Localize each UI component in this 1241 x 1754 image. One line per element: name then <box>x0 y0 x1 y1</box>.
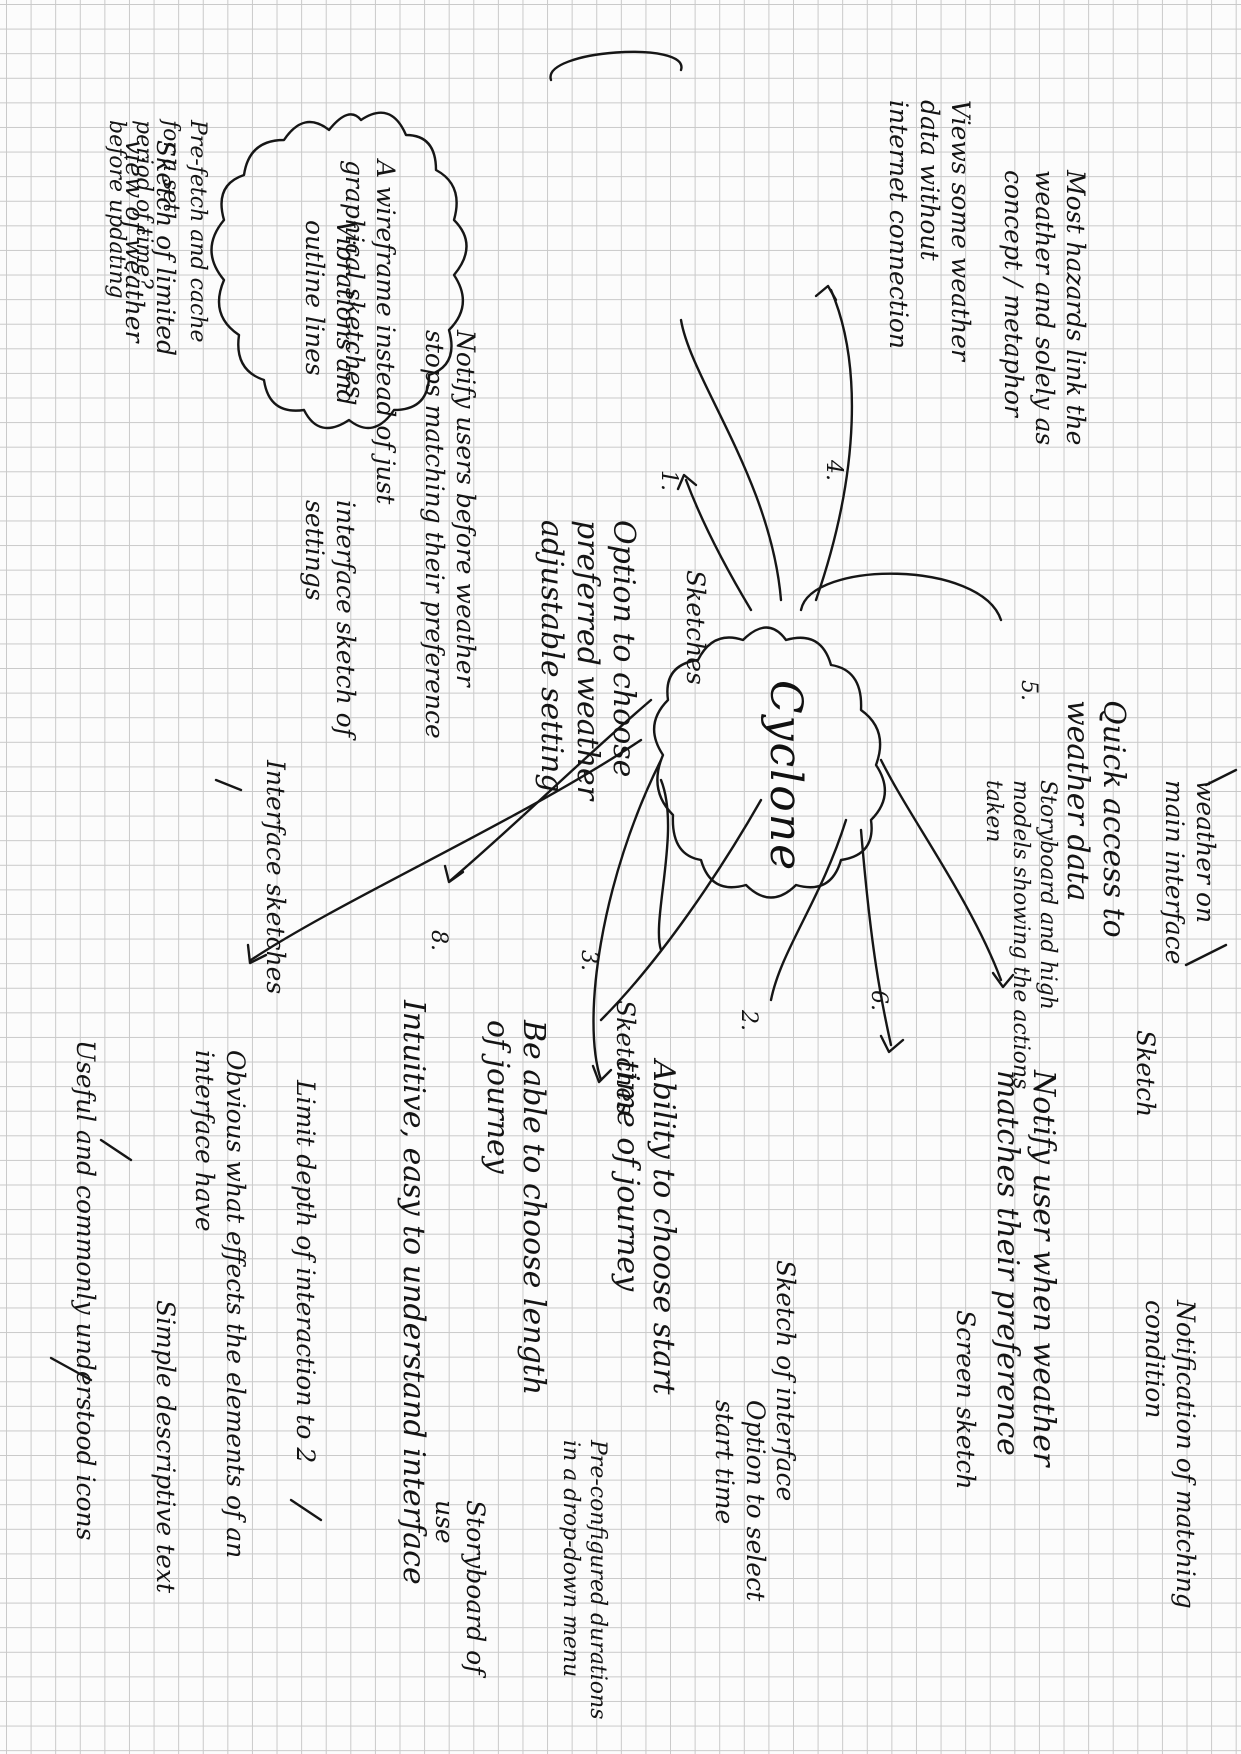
length-sketches-note: Sketches <box>611 1000 640 1115</box>
link-views-weather <box>814 288 854 602</box>
arrow-views <box>814 284 838 302</box>
option-choose-note: Option to choose preferred weather adjus… <box>534 520 641 801</box>
weather-on-note: weather on main interface <box>1160 780 1220 965</box>
storyboard-use-note: Storyboard of use <box>430 1500 490 1675</box>
link-storyboard <box>657 778 670 952</box>
storyboard-note: Storyboard and high models showing the a… <box>981 780 1060 1090</box>
tick-5 <box>49 1356 93 1382</box>
number-3: 3. <box>576 950 601 971</box>
obvious-note: Obvious what effects the elements of an … <box>190 1050 250 1559</box>
prefetch-note: Pre-fetch and cache for a set period of … <box>104 120 210 343</box>
quick-access-note: Quick access to weather data <box>1060 700 1131 938</box>
views-weather-note: Views some weather data without internet… <box>884 100 975 361</box>
number-8: 8. <box>426 930 451 951</box>
link-intuitive-2 <box>599 798 763 1022</box>
wireframe-cloud <box>210 111 468 430</box>
notification-note: Notification of matching condition <box>1140 1300 1200 1609</box>
quick-sketch-note: Sketch <box>1131 1030 1160 1118</box>
arrow-ability <box>246 943 268 965</box>
interface-sketch-note: interface sketch of settings <box>300 500 360 737</box>
link-notify-matches <box>879 758 1003 982</box>
link-length <box>449 698 653 882</box>
simple-text-note: Simple descriptive text <box>151 1300 180 1594</box>
tick-6 <box>99 1138 133 1162</box>
useful-icons-note: Useful and commonly understood icons <box>71 1040 100 1541</box>
center-cloud <box>652 626 887 899</box>
link-notify <box>769 818 848 1002</box>
tick-2 <box>1204 768 1238 787</box>
link-quick <box>859 828 893 1047</box>
arrow-intuitive <box>591 1064 613 1084</box>
arrow-option <box>676 473 698 491</box>
option-select-note: Option to select start time <box>710 1400 770 1602</box>
limit-depth-note: Limit depth of interaction to 2 <box>291 1080 320 1464</box>
link-intuitive <box>592 758 663 1082</box>
interface-sketches-note: Interface sketches <box>261 760 290 995</box>
number-4: 4. <box>821 460 846 481</box>
notify-matches-note: Notify user when weather matches their p… <box>990 1070 1061 1467</box>
screen-sketch-note: Screen sketch <box>951 1310 980 1490</box>
intuitive-note: Intuitive, easy to understand interface <box>396 1000 431 1585</box>
link-prefetch <box>679 318 783 602</box>
tick-1 <box>1184 943 1228 967</box>
link-weather-concept <box>799 572 1003 622</box>
arrow-notify <box>991 971 1015 989</box>
arrow-quick <box>879 1034 905 1054</box>
center-label: Cyclone <box>760 680 811 873</box>
preconfigured-note: Pre-configured durations in a drop-down … <box>558 1440 610 1720</box>
sketch-interface-note: Sketch of interface <box>771 1260 800 1502</box>
bracket <box>549 50 683 82</box>
tick-3 <box>214 778 243 792</box>
weather-concept-note: Most hazards link the weather and solely… <box>999 170 1090 446</box>
length-journey-note: Be able to choose length of journey <box>480 1020 551 1396</box>
number-5: 5. <box>1016 680 1041 701</box>
sketches-top-note: Sketches <box>681 570 710 685</box>
wireframe-note: A wireframe instead of just graphical sk… <box>340 160 400 505</box>
number-1: 1. <box>656 470 681 491</box>
link-option <box>684 478 753 612</box>
tick-4 <box>289 1498 323 1522</box>
number-2: 2. <box>736 1010 761 1031</box>
notify-stops-note: Notify users before weather stops matchi… <box>420 330 480 739</box>
link-ability <box>249 738 643 962</box>
number-6: 6. <box>866 990 891 1011</box>
arrow-length <box>443 864 465 884</box>
